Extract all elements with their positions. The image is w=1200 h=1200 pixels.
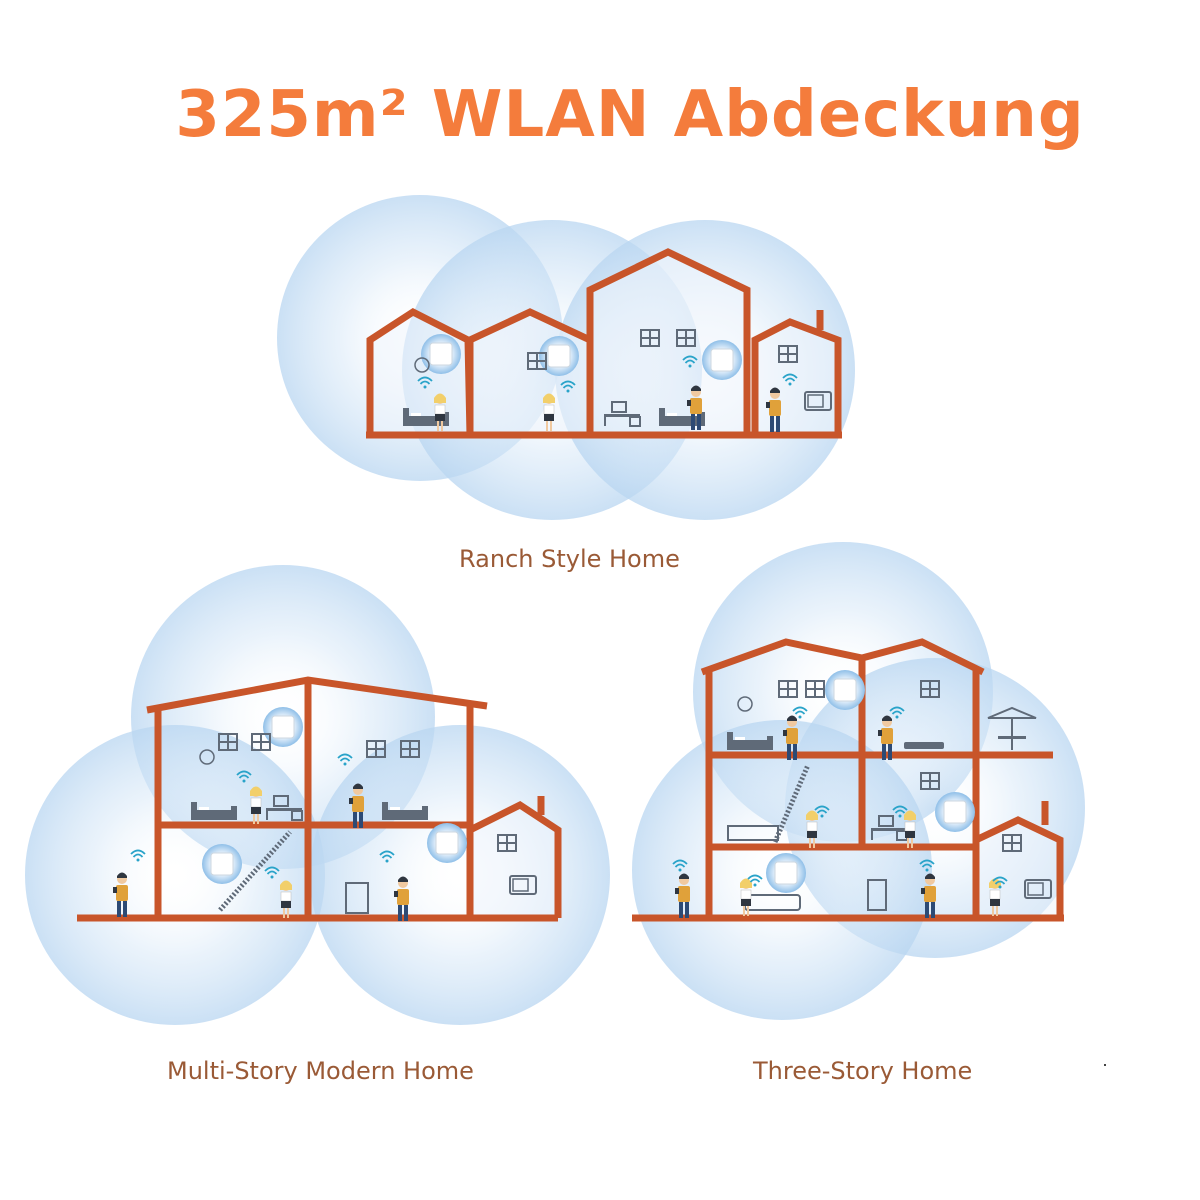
caption-multi-story-modern-home: Multi-Story Modern Home	[167, 1057, 474, 1085]
ranch-diagram	[277, 195, 855, 520]
mesh-router-icon	[934, 791, 976, 833]
clock-icon	[737, 696, 753, 712]
mesh-router-icon	[420, 333, 462, 375]
treadmill-icon	[904, 742, 944, 749]
mesh-router-icon	[701, 339, 743, 381]
fridge-icon	[345, 882, 369, 914]
caption-three-story-home: Three-Story Home	[753, 1057, 973, 1085]
coverage-circle	[310, 725, 610, 1025]
mesh-router-icon	[765, 852, 807, 894]
stairs-icon	[218, 830, 292, 912]
stray-dot	[1104, 1064, 1106, 1066]
caption-ranch-style-home: Ranch Style Home	[459, 545, 680, 573]
mesh-router-icon	[824, 669, 866, 711]
umbrella-table-icon	[987, 706, 1037, 750]
clock-icon	[199, 749, 215, 765]
coverage-circle	[25, 725, 325, 1025]
page-title: 325m² WLAN Abdeckung	[175, 78, 1085, 152]
multi-story-diagram	[25, 565, 610, 1025]
three-story-diagram	[632, 542, 1085, 1020]
mesh-router-icon	[201, 843, 243, 885]
mesh-router-icon	[426, 822, 468, 864]
fridge-icon	[867, 879, 887, 911]
stairs-icon	[772, 764, 811, 843]
house-outline-icon	[632, 638, 1064, 922]
clock-icon	[414, 357, 430, 373]
